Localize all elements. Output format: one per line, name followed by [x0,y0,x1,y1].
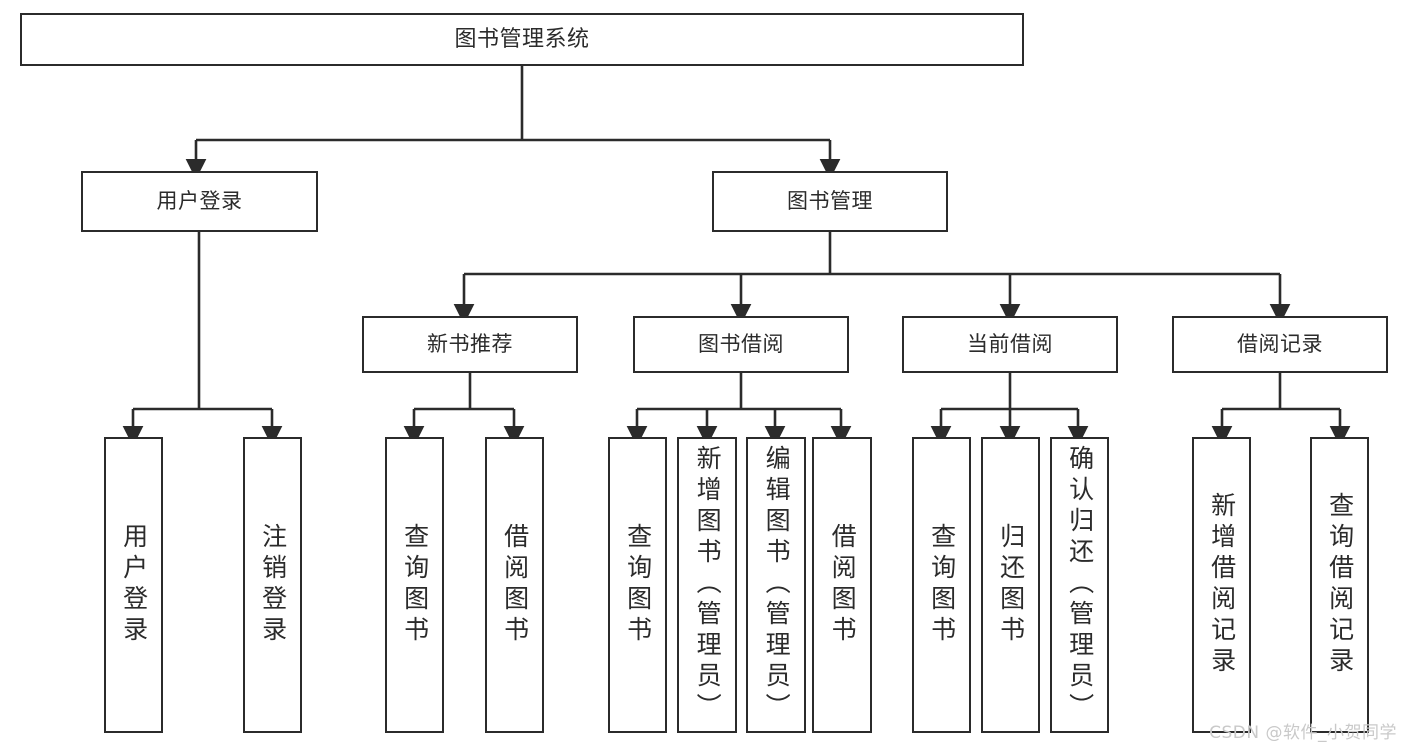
node-leaf-add-book[interactable]: 新增图书（管理员） [677,437,737,733]
node-leaf-query-book-2[interactable]: 查询图书 [608,437,667,733]
node-label: 新增借阅记录 [1207,492,1237,678]
node-label: 查询图书 [623,523,653,647]
node-label: 用户登录 [119,523,149,647]
node-leaf-query-book-3[interactable]: 查询图书 [912,437,971,733]
node-root-system[interactable]: 图书管理系统 [20,13,1024,66]
node-leaf-user-login[interactable]: 用户登录 [104,437,163,733]
node-label: 借阅图书 [828,523,858,647]
node-label: 查询图书 [927,523,957,647]
node-leaf-return-book[interactable]: 归还图书 [981,437,1040,733]
node-leaf-add-record[interactable]: 新增借阅记录 [1192,437,1251,733]
node-leaf-user-logout[interactable]: 注销登录 [243,437,302,733]
node-label: 查询借阅记录 [1325,492,1355,678]
node-label: 编辑图书（管理员） [762,445,792,724]
node-leaf-query-record[interactable]: 查询借阅记录 [1310,437,1369,733]
node-label: 用户登录 [156,189,243,214]
node-label: 确认归还（管理员） [1065,445,1095,724]
node-label: 图书管理 [787,189,873,214]
csdn-watermark: CSDN @软件_小贺同学 [1209,723,1397,743]
node-label: 新增图书（管理员） [693,445,723,724]
node-current-borrow[interactable]: 当前借阅 [902,316,1118,373]
node-leaf-borrow-book-2[interactable]: 借阅图书 [812,437,872,733]
node-leaf-query-book-1[interactable]: 查询图书 [385,437,444,733]
node-label: 当前借阅 [967,332,1053,357]
node-label: 查询图书 [400,523,430,647]
node-leaf-edit-book[interactable]: 编辑图书（管理员） [746,437,806,733]
node-label: 图书管理系统 [454,26,590,52]
node-book-management[interactable]: 图书管理 [712,171,948,232]
node-book-borrow[interactable]: 图书借阅 [633,316,849,373]
node-leaf-confirm-return[interactable]: 确认归还（管理员） [1050,437,1109,733]
node-label: 归还图书 [996,523,1026,647]
node-label: 图书借阅 [698,332,784,357]
node-leaf-borrow-book-1[interactable]: 借阅图书 [485,437,544,733]
node-label: 借阅记录 [1237,332,1323,357]
node-user-login[interactable]: 用户登录 [81,171,318,232]
node-borrow-record[interactable]: 借阅记录 [1172,316,1388,373]
node-label: 新书推荐 [427,332,513,357]
node-label: 注销登录 [258,523,288,647]
node-new-book-recommend[interactable]: 新书推荐 [362,316,578,373]
node-label: 借阅图书 [500,523,530,647]
